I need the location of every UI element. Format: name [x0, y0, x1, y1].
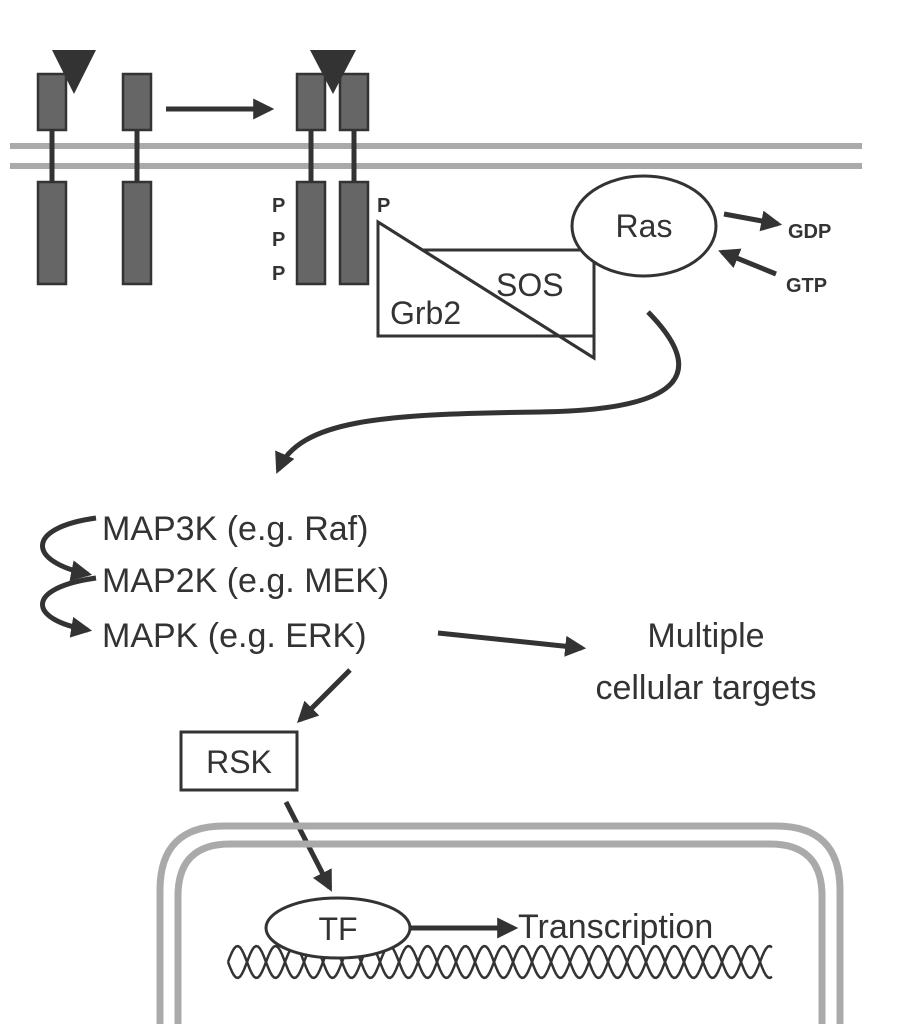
inactive-receptor-with-ligand	[36, 50, 96, 286]
targets-label-line1: Multiple	[647, 617, 764, 655]
nuclear-envelope	[156, 822, 844, 1024]
transcription-label: Transcription	[518, 908, 713, 946]
mapk-to-rsk-arrow	[297, 668, 352, 723]
phospho-label: P	[272, 263, 285, 285]
nuclear-envelope-inner	[174, 840, 826, 1024]
ras-node: Ras	[570, 174, 718, 278]
gdp-release-arrow	[723, 210, 783, 232]
grb2-label: Grb2	[390, 295, 461, 331]
activated-receptor-dimer	[295, 50, 370, 286]
targets-label-line2: cellular targets	[595, 669, 816, 707]
map3k-label: MAP3K (e.g. Raf)	[102, 510, 368, 548]
map3k-to-map2k-arrow	[40, 515, 97, 581]
gdp-label: GDP	[788, 221, 831, 243]
sos-label: SOS	[496, 267, 564, 303]
tf-label: TF	[318, 911, 357, 947]
map2k-label: MAP2K (e.g. MEK)	[102, 562, 389, 600]
gtp-label: GTP	[786, 275, 827, 297]
ligand-icon	[310, 50, 356, 94]
phospho-label: P	[377, 195, 390, 217]
inactive-receptor	[121, 72, 153, 286]
map2k-to-mapk-arrow	[40, 575, 97, 638]
rsk-label: RSK	[206, 744, 272, 780]
tf-node: TF	[264, 896, 412, 960]
gtp-binding-arrow	[718, 248, 777, 277]
ligand-icon	[52, 50, 96, 94]
grb2-sos-complex: Grb2 SOS	[376, 219, 596, 361]
phospho-label: P	[272, 229, 285, 251]
ras-to-cascade-arrow	[275, 310, 682, 474]
rsk-node: RSK	[179, 730, 299, 792]
mapk-to-targets-arrow	[437, 630, 587, 657]
plasma-membrane	[10, 143, 862, 169]
ras-label: Ras	[616, 208, 673, 244]
phospho-label: P	[272, 195, 285, 217]
mapk-label: MAPK (e.g. ERK)	[102, 617, 367, 655]
